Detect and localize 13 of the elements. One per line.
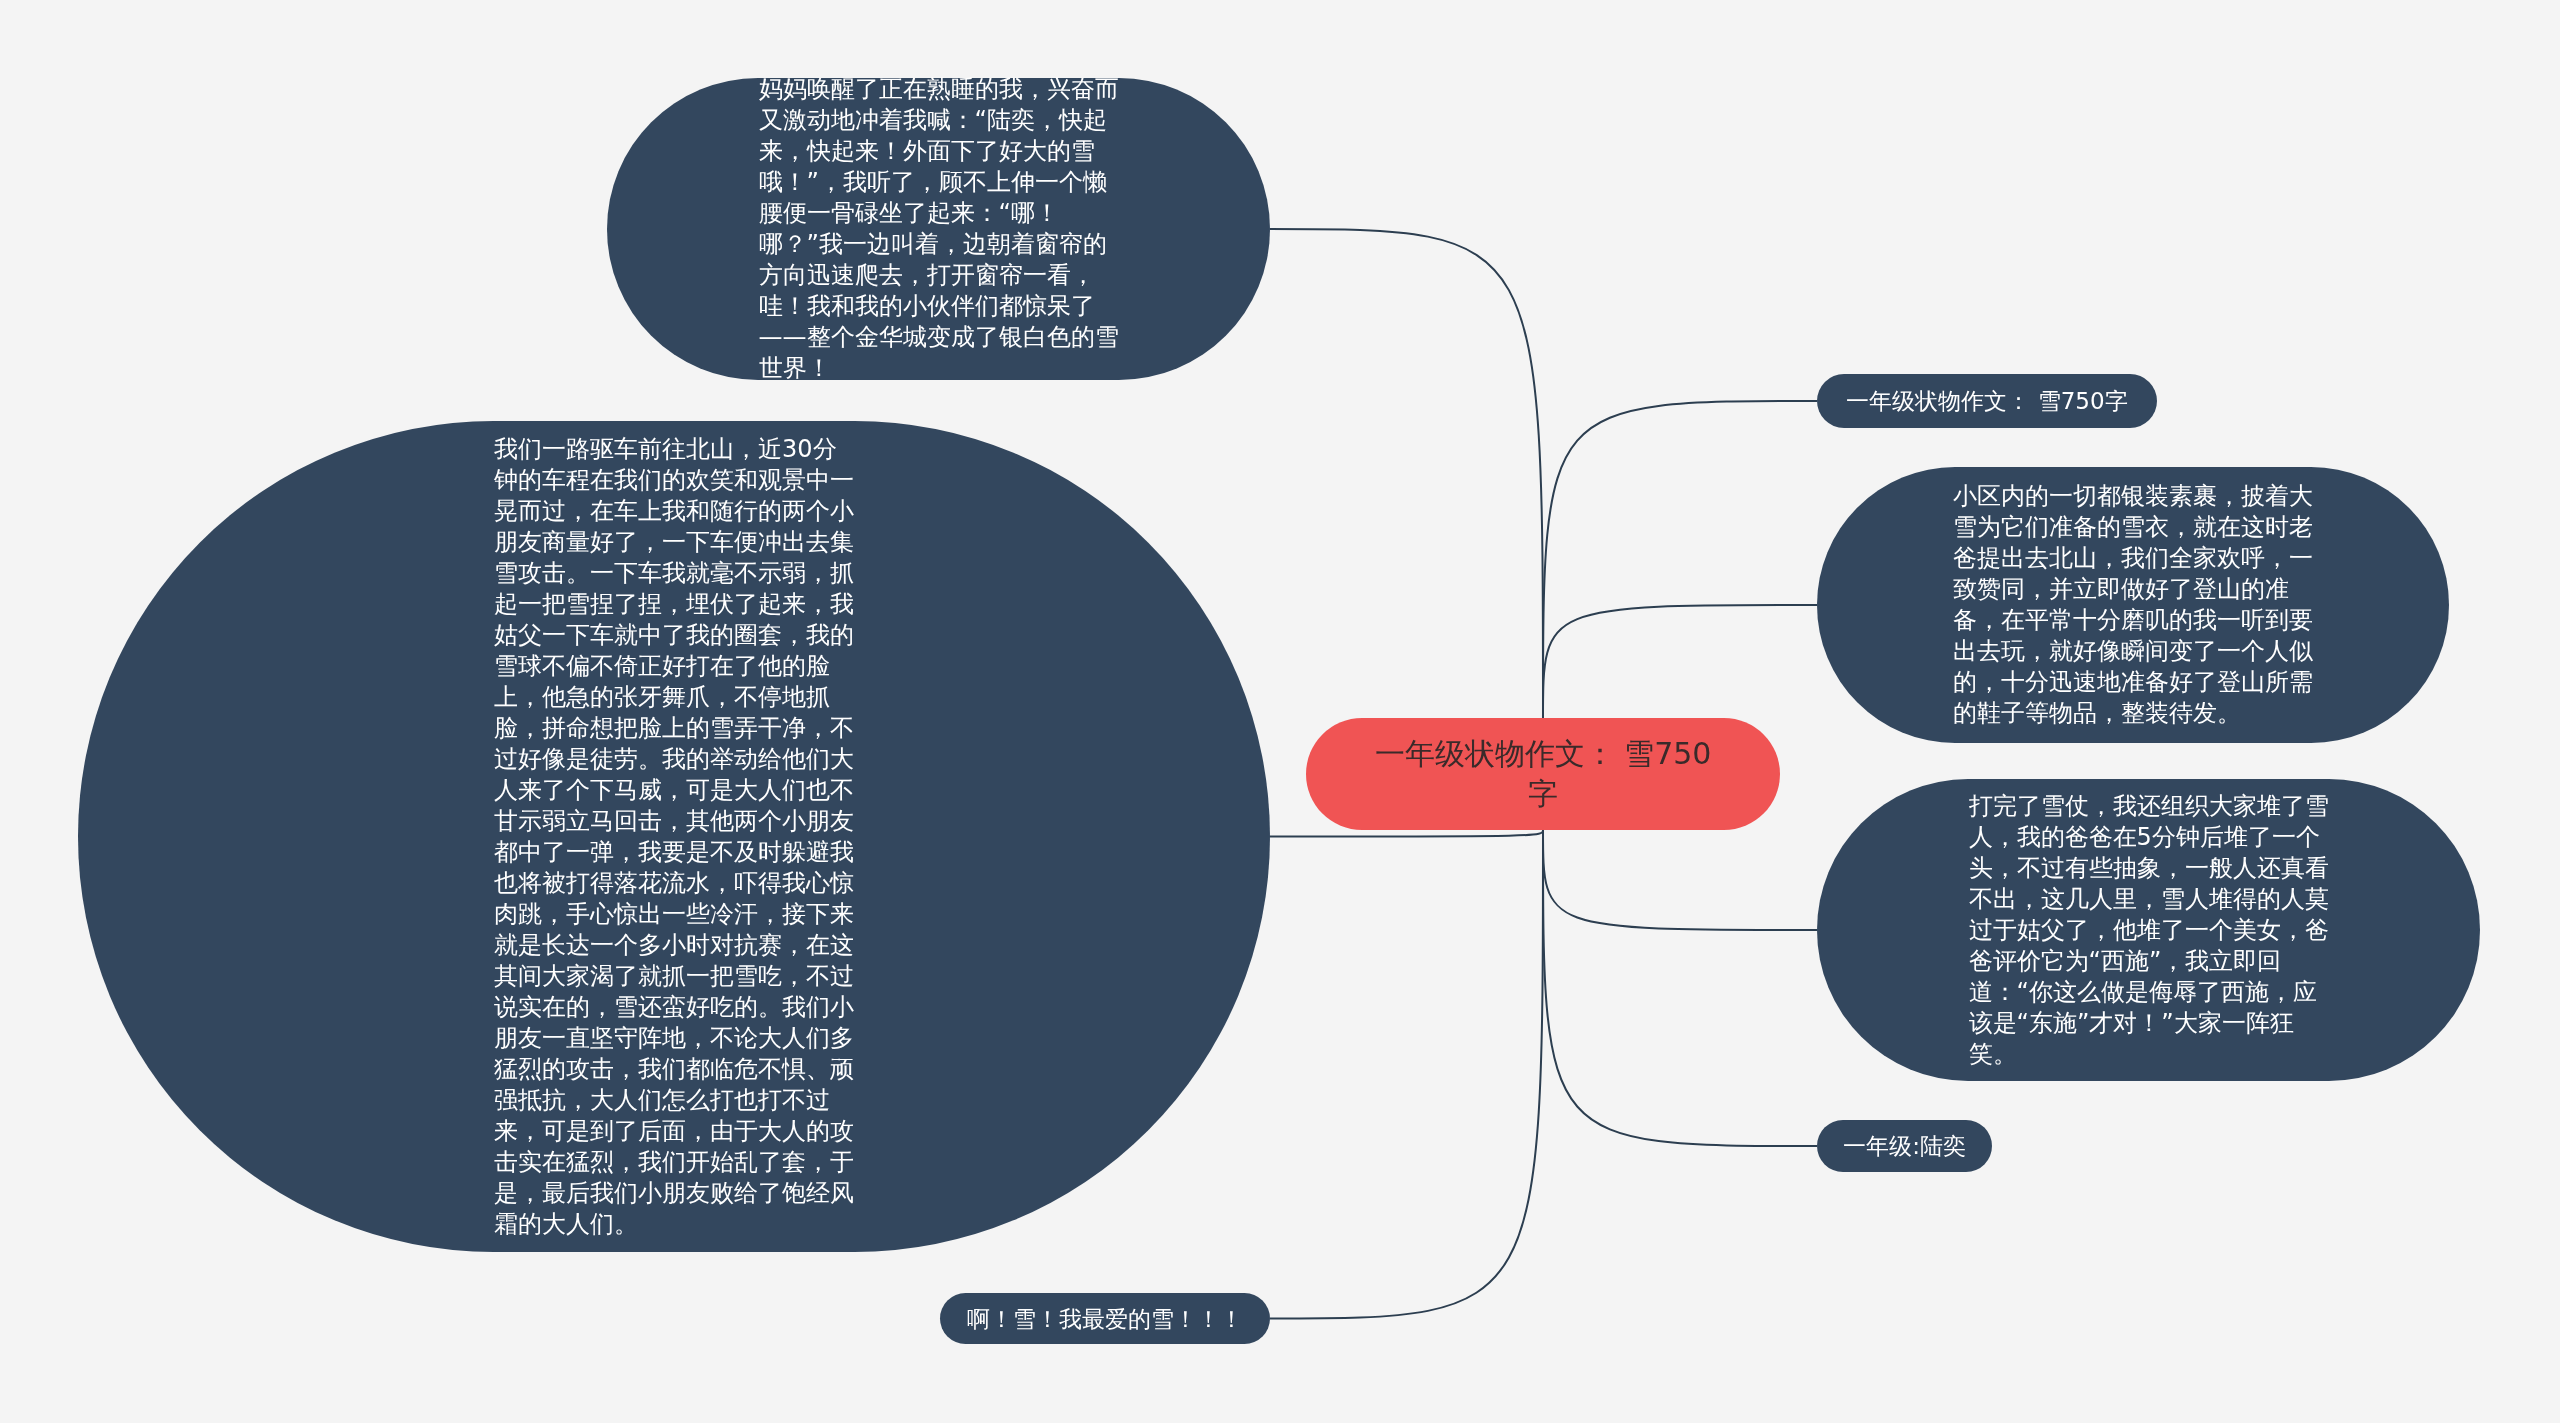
topic-text: 一年级状物作文： 雪750字 — [1846, 387, 2128, 416]
topic-bubble — [940, 1293, 1270, 1344]
topic-text: 我们一路驱车前往北山，近30分钟的车程在我们的欢笑和观景中一晃而过，在车上我和随行的两个小朋友商量好了，一下车便冲出去集雪攻击。一下车我就毫不示弱，抓起一把雪捏了捏，埋伏了起来，我姑父一下车就中了我的圈套，我的雪球不偏不倚正好打在了他的脸上，他急的张牙舞爪，不停地抓脸，拼命想把脸上的雪弄干净，不过好像是徒劳。我的举动给他们大人来了个下马威，可是大人们也不甘示弱立马回击，其他两个小朋友都中了一弹，我要是不及时躲避我也将被打得落花流水，吓得我心惊肉跳，手心惊出一些冷汗，接下来就是长达一个多小时对抗赛，在这其间大家渴了就抓一把雪吃，不过说实在的，雪还蛮好吃的。我们小朋友一直坚守阵地，不论大人们多猛烈的攻击，我们都临危不惧、顽强抵抗，大人们怎么打也打不过来，可是到了后面，由于大人的攻击实在猛烈，我们开始乱了套，于是，最后我们小朋友败给了饱经风霜的大人们。 — [494, 433, 854, 1240]
connector-line — [1542, 604, 1818, 719]
topic-text: 啊！雪！我最爱的雪！！！ — [967, 1304, 1243, 1334]
topic-bubble — [1817, 1120, 1992, 1172]
topic-text: 打完了雪仗，我还组织大家堆了雪人，我的爸爸在5分钟后堆了一个头，不过有些抽象，一般人还真看不出，这几人里，雪人堆得的人莫过于姑父了，他堆了一个美女，爸爸评价它为“西施”，我立即回道：“你这么做是侮辱了西施，应该是“东施”才对！”大家一阵狂笑。 — [1968, 790, 2329, 1070]
topic-text: 一年级状物作文： 雪750字 — [1373, 735, 1713, 813]
topic-text: 妈妈唤醒了正在熟睡的我，兴奋而又激动地冲着我喊：“陆奕，快起来，快起来！外面下了好大的雪哦！”，我听了，顾不上伸一个懒腰便一骨碌坐了起来：“哪！哪？”我一边叫着，边朝着窗帘的方向迅速爬去，打开窗帘一看，哇！我和我的小伙伴们都惊呆了——整个金华城变成了银白色的雪世界！ — [758, 74, 1119, 384]
topic-text: 小区内的一切都银装素裹，披着大雪为它们准备的雪衣，就在这时老爸提出去北山，我们全家欢呼，一致赞同，并立即做好了登山的准备，在平常十分磨叽的我一听到要出去玩，就好像瞬间变了一个人似的，十分迅速地准备好了登山所需的鞋子等物品，整装待发。 — [1953, 481, 2313, 729]
topic-bubble — [1817, 374, 2157, 428]
connector-line — [1269, 829, 1544, 838]
topic-text: 一年级:陆奕 — [1843, 1132, 1966, 1161]
